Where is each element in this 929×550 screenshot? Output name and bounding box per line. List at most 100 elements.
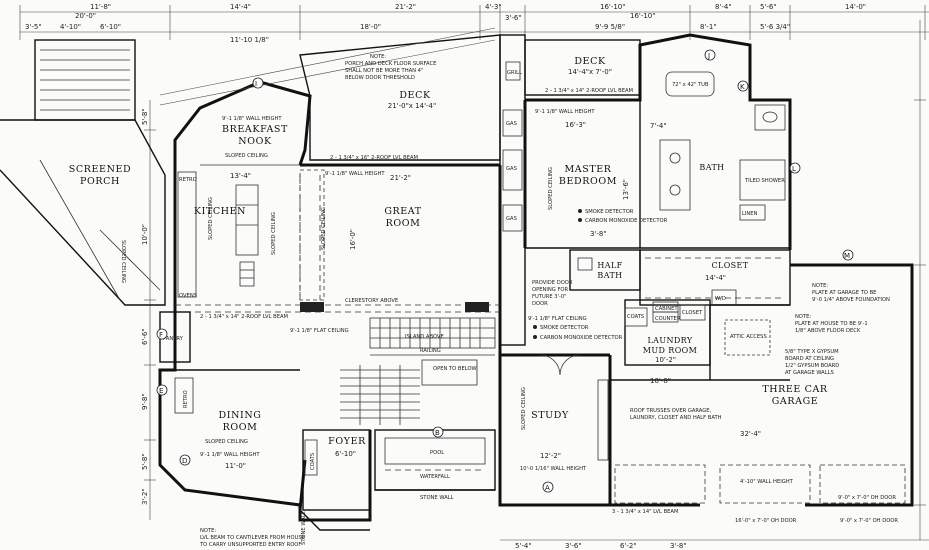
entry-note-0: NOTE:	[200, 528, 216, 534]
breakfast-nook: BREAKFAST NOOK 9'-1 1/8" WALL HEIGHT SLO…	[200, 116, 300, 166]
open-to-below-label: OPEN TO BELOW	[433, 366, 477, 372]
gypsum-0: 5/8" TYPE X GYPSUM	[785, 349, 839, 355]
dining-nook-label: RETRO	[183, 390, 189, 408]
room-garage-1: THREE CAR	[762, 384, 828, 395]
tub-label: 72" x 42" TUB	[672, 82, 709, 88]
master-bedroom: MASTER BEDROOM 9'-1 1/8" WALL HEIGHT 16'…	[525, 100, 790, 249]
laundry-closet-label: CLOSET	[682, 310, 703, 316]
room-master-2: BEDROOM	[559, 176, 617, 187]
room-closet: CLOSET	[711, 261, 748, 270]
left-dim-1: 10'-0"	[141, 224, 149, 245]
porch-note-1: PORCH AND DECK FLOOR SURFACE	[345, 61, 436, 67]
retro-label: RETRO	[179, 177, 197, 183]
gas-label-2: GAS	[506, 216, 517, 222]
room-great-1: GREAT	[384, 206, 421, 217]
dining-room: DINING ROOM SLOPED CEILING 9'-1 1/8" WAL…	[174, 369, 300, 470]
coats-label: COATS	[310, 453, 316, 470]
left-dim-0: 5'-8"	[141, 108, 149, 125]
top2-dim-4: 11'-10 1/8"	[230, 36, 269, 44]
room-great-2: ROOM	[386, 218, 421, 229]
ovens-label: OVENS	[179, 293, 197, 299]
bottom-dim-1: 3'-6"	[565, 542, 582, 550]
flat-ceiling-label: 9'-1 1/8" FLAT CEILING	[290, 328, 349, 334]
kitchen-sloped: SLOPED CEILING	[208, 197, 214, 240]
gypsum-2: 1/2" GYPSUM BOARD	[785, 363, 839, 369]
great-dim-v: 16'-0"	[349, 229, 357, 250]
bottom-dim-2: 6'-2"	[620, 542, 637, 550]
grid-tag-a: A	[545, 484, 550, 492]
stair-area: ISLAND ABOVE RAILING OPEN TO BELOW	[340, 317, 496, 425]
half-bath-note-2: FUTURE 3'-0"	[532, 294, 567, 300]
clerestory-beam: 2 - 1 3/4" x 14" 2-ROOF LVL BEAM	[200, 314, 288, 320]
top-dimension-strings: 11'-8" 14'-4" 21'-2" 4'-3" 3'-6" 16'-10"…	[19, 3, 929, 44]
porch-note-0: NOTE:	[370, 54, 386, 60]
lower-co: CARBON MONOXIDE DETECTOR	[540, 335, 623, 341]
porch-stair-treads	[40, 49, 130, 111]
grid-tag-d: D	[182, 457, 187, 465]
left-dimension-strings: 5'-8" 10'-0" 6'-6" 9'-8" 5'-8" 3'-2"	[141, 100, 156, 520]
top-dim-1: 14'-4"	[230, 3, 251, 11]
laundry-coats-label: COATS	[627, 314, 644, 320]
grid-tag-f: F	[159, 331, 163, 339]
grid-tag-m: M	[844, 252, 850, 260]
right-dimension-strings	[914, 20, 926, 540]
decks: DECK 21'-0"x 14'-4" NOTE: PORCH AND DECK…	[159, 27, 641, 161]
garage-dim: 32'-4"	[740, 430, 761, 438]
top-dim-7: 5'-6"	[760, 3, 777, 11]
garage-door-2: 9'-0" x 7'-0" OH DOOR	[840, 518, 898, 524]
garage-note2-1: PLATE AT HOUSE TO BE 9'-1	[795, 321, 868, 327]
deck-beam-note: 2 - 1 3/4" x 16" 2-ROOF LVL BEAM	[330, 155, 418, 161]
master-dim-v: 13'-6"	[622, 179, 630, 200]
room-breakfast-2: NOOK	[238, 136, 272, 147]
top-dim-6: 8'-4"	[715, 3, 732, 11]
top2-dim-6: 9'-9 5/8"	[595, 23, 625, 31]
grid-tag-j: J	[707, 52, 710, 60]
room-kitchen: KITCHEN	[194, 206, 246, 217]
gas-label-1: GAS	[506, 121, 517, 127]
gypsum-3: AT GARAGE WALLS	[785, 370, 834, 376]
top2-dim-8: 8'-1"	[700, 23, 717, 31]
room-pantry: PANTRY	[163, 336, 184, 342]
lower-flat-ceiling: 9'-1 1/8" FLAT CEILING	[528, 316, 587, 322]
room-laundry-2: MUD ROOM	[643, 346, 697, 355]
top-dim-3: 4'-3"	[485, 3, 502, 11]
left-dim-3: 9'-8"	[141, 393, 149, 410]
foyer-dim: 6'-10"	[335, 450, 356, 458]
entry-note-1: LVL BEAM TO CANTILEVER FROM HOUSE	[200, 535, 305, 541]
left-dim-4: 5'-8"	[141, 453, 149, 470]
bottom-dim-0: 5'-4"	[515, 542, 532, 550]
wd-label: W/D	[715, 296, 726, 302]
deck-right-beam: 2 - 1 3/4" x 14" 2-ROOF LVL BEAM	[545, 88, 633, 94]
top-dim-5: 16'-10"	[600, 3, 625, 11]
bottom-dimension-strings: 5'-4" 3'-6" 6'-2" 3'-8"	[500, 539, 929, 550]
grid-tag-e: E	[159, 387, 163, 395]
room-half-bath-1: HALF	[597, 261, 622, 270]
left-dim-5: 3'-2"	[141, 488, 149, 505]
master-wall-height: 9'-1 1/8" WALL HEIGHT	[535, 109, 595, 115]
room-deck-upper: DECK	[399, 90, 431, 101]
garage: THREE CAR GARAGE 32'-4" ATTIC ACCESS NOT…	[610, 283, 906, 524]
top2-dim-2: 6'-10"	[100, 23, 121, 31]
garage-note2-2: 1/8" ABOVE FLOOR DECK	[795, 328, 861, 334]
top-dim-4: 3'-6"	[505, 14, 522, 22]
stone-wall-label: STONE WALL	[420, 495, 454, 501]
waterfall-label: WATERFALL	[420, 474, 450, 480]
master-sloped: SLOPED CEILING	[548, 167, 554, 210]
deck-upper-size: 21'-0"x 14'-4"	[388, 102, 436, 110]
porch-note-2: SHALL NOT BE MORE THAN 4"	[345, 68, 423, 74]
breakfast-sloped-ceiling: SLOPED CEILING	[225, 153, 268, 159]
great-dim: 21'-2"	[390, 174, 411, 182]
garage-lvl-beam: 3 - 1 3/4" x 14" LVL BEAM	[612, 509, 678, 515]
grid-tag-l: L	[792, 165, 796, 173]
room-breakfast-1: BREAKFAST	[222, 124, 288, 135]
room-deck-right: DECK	[574, 56, 606, 67]
top2-dim-9: 5'-6 3/4"	[760, 23, 790, 31]
great-sloped: SLOPED CEILING	[321, 207, 327, 250]
stair-treads	[340, 365, 420, 425]
grill-label: GRILL	[507, 70, 522, 76]
master-smoke: SMOKE DETECTOR	[585, 209, 634, 215]
cabinet-label: CABINET	[655, 306, 678, 312]
attic-access: ATTIC ACCESS	[730, 334, 767, 340]
entry-note: NOTE: LVL BEAM TO CANTILEVER FROM HOUSE …	[199, 528, 305, 548]
